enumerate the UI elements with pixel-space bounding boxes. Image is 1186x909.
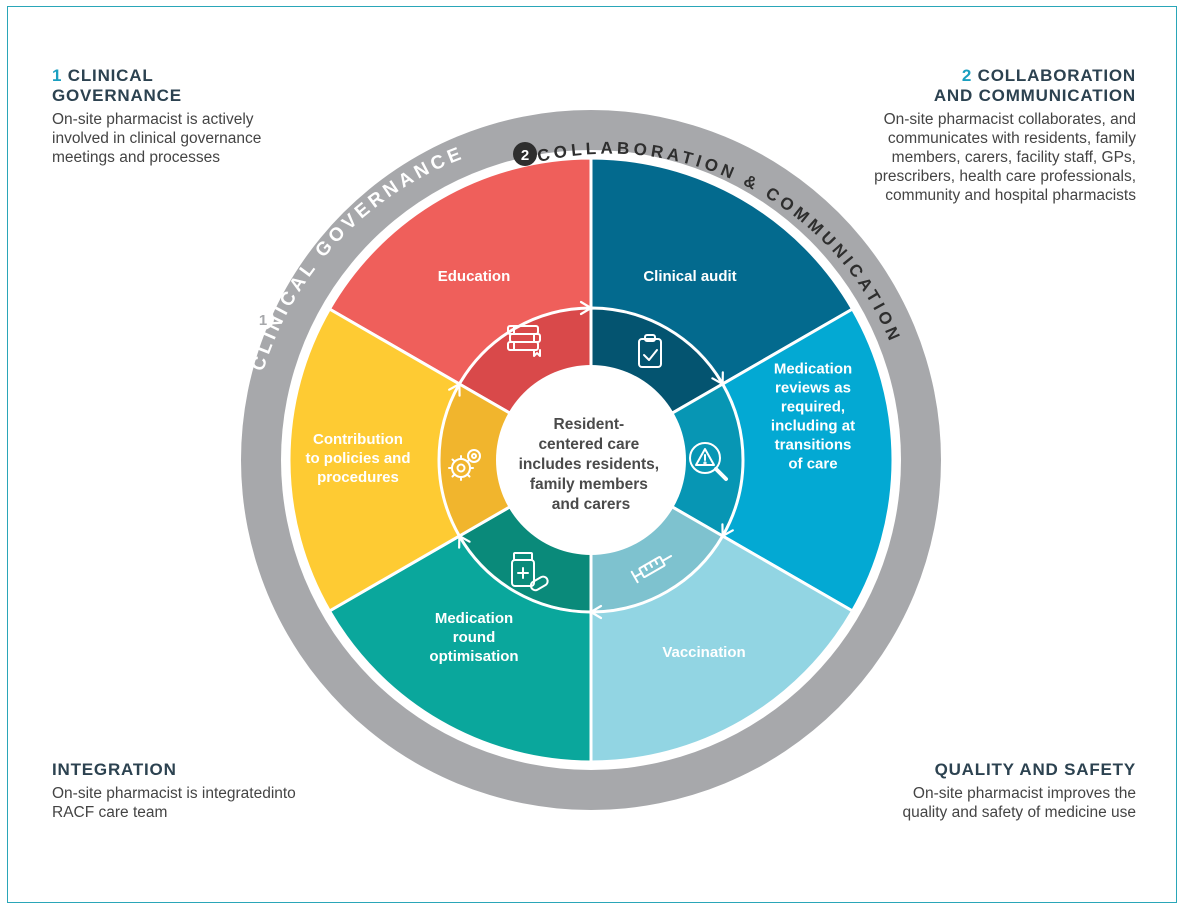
segment-label-education: Education: [438, 268, 511, 285]
integration-block: INTEGRATION On-site pharmacist is integr…: [52, 760, 342, 822]
ring-badge-2: [513, 142, 537, 166]
ring-badge-2-number: 2: [521, 147, 529, 164]
frame-border: [7, 6, 1177, 903]
cycle-arrows: [448, 300, 734, 620]
icons-layer: [448, 325, 728, 592]
segment-label-clinical-audit: Clinical audit: [643, 268, 736, 285]
syringe-icon: [630, 555, 673, 584]
cycle-arrow-clinical-audit: [711, 371, 724, 386]
quality-safety-description: On-site pharmacist improves the quality …: [902, 785, 1137, 821]
books-icon: [507, 325, 541, 357]
collaboration-description: On-site pharmacist collaborates, and com…: [874, 111, 1136, 204]
center-text: Resident- centered care includes residen…: [519, 416, 664, 513]
integration-description: On-site pharmacist is integratedinto RAC…: [52, 785, 296, 821]
center-circle: [496, 365, 686, 555]
pill-bottle-icon: [511, 552, 549, 592]
magnifier-warning-icon: [689, 442, 728, 481]
segment-label-vaccination: Vaccination: [662, 644, 745, 661]
cycle-arrow-vaccination: [589, 604, 603, 620]
cycle-arrow-medication-round: [458, 534, 471, 549]
cycle-arrow-education: [579, 300, 593, 316]
cycle-arrow-contribution: [448, 382, 461, 397]
gears-icon: [448, 449, 481, 481]
ring-badge-1: [252, 308, 274, 330]
clinical-governance-description: On-site pharmacist is actively involved …: [52, 111, 262, 166]
clipboard-check-icon: [638, 334, 662, 368]
ring-badge-1-number: 1: [259, 312, 267, 329]
integration-heading: INTEGRATION: [52, 760, 177, 779]
cycle-arrow-medication-reviews: [721, 523, 734, 538]
quality-safety-heading: QUALITY AND SAFETY: [934, 760, 1136, 779]
quality-safety-block: QUALITY AND SAFETY On-site pharmacist im…: [866, 760, 1137, 822]
